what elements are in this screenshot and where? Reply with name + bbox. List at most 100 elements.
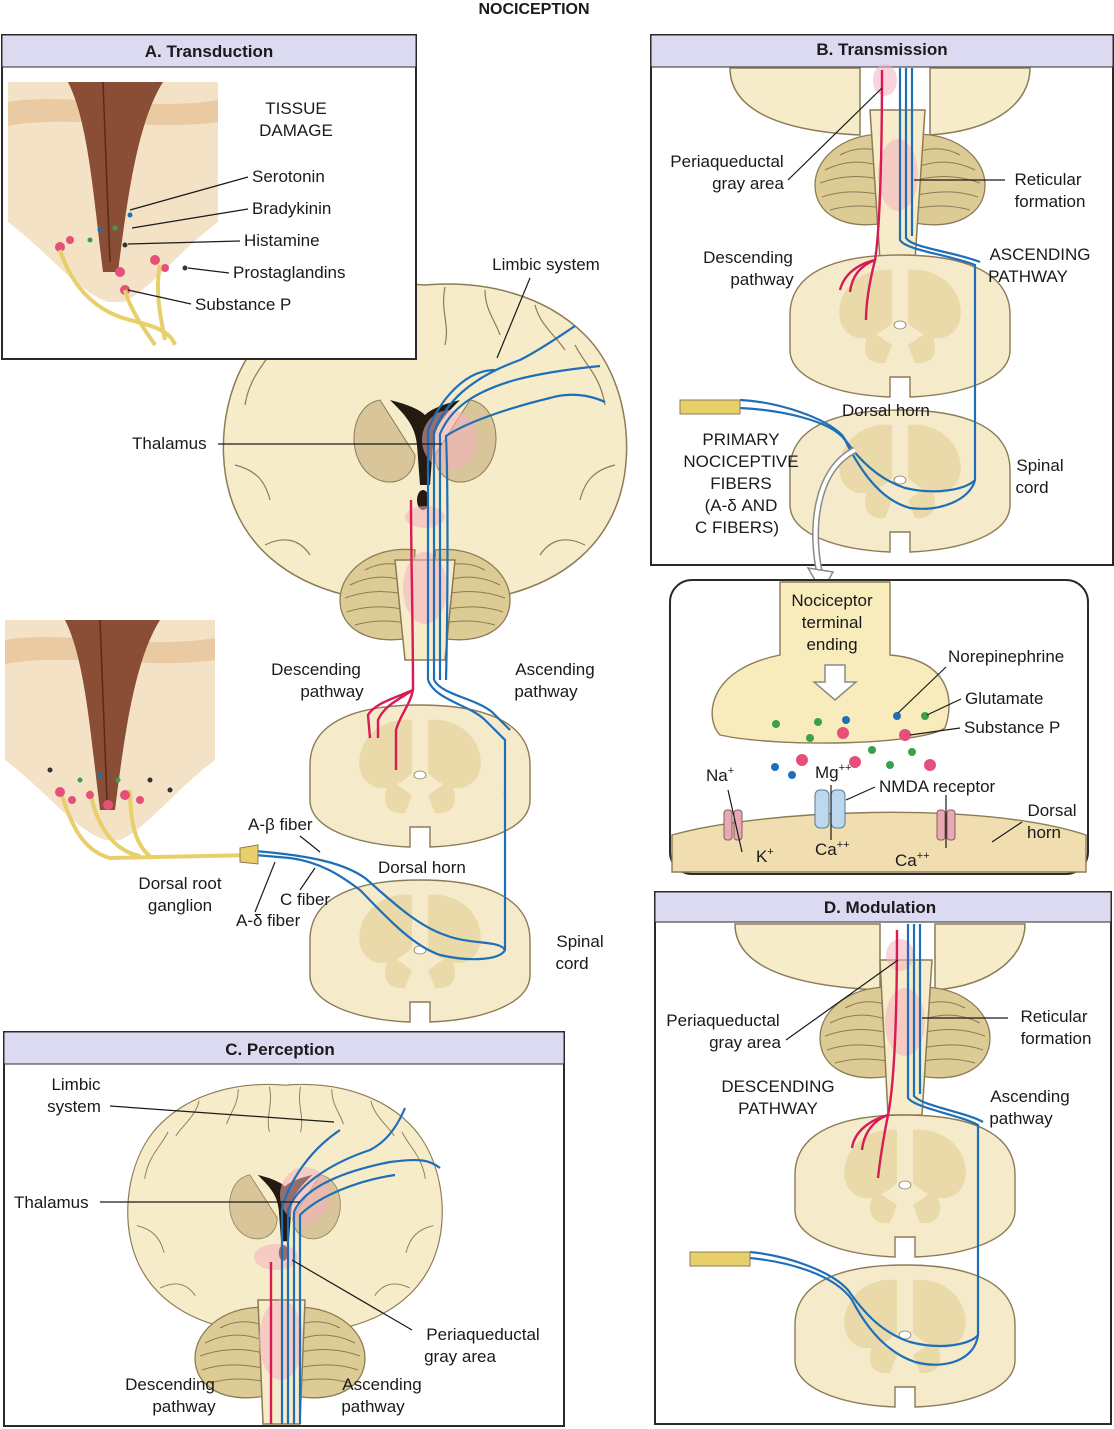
serotonin-label: Serotonin (252, 167, 325, 186)
limbic-leader-c (109, 1105, 335, 1123)
descending-tract-d-3 (850, 1113, 889, 1149)
neurotransmitter-dots (771, 712, 936, 779)
na-flux-arrow (727, 789, 743, 853)
thalamus-highlight (422, 410, 478, 470)
na-channel (723, 809, 743, 841)
pag-leader-b (787, 87, 883, 181)
ca-channel (936, 809, 956, 841)
spinal-cord-section-upper (309, 704, 531, 848)
yellow-fiber-a2 (123, 289, 157, 347)
dorsal-horn-label: Dorsal horn (378, 858, 466, 877)
pag-highlight-b (873, 64, 897, 96)
nerve-fiber-yellow-1 (58, 789, 256, 861)
ascending-tract-c-4 (298, 1173, 396, 1424)
c-fiber-label: C fiber (280, 890, 330, 909)
substance-p-label-inset: Substance P (964, 718, 1060, 737)
prostaglandins-leader (187, 267, 230, 274)
bradykinin-leader (131, 208, 249, 229)
pag-leader-d (785, 959, 899, 1041)
brain-fragment-b-left (729, 67, 861, 136)
cord-section-d-lower (794, 1264, 1016, 1408)
nmda-leader (845, 786, 876, 801)
ascending-tract-b-2 (904, 68, 981, 264)
glutamate-label: Glutamate (965, 689, 1043, 708)
ascending-tract-b (739, 68, 977, 510)
primary-fiber-bundle (679, 399, 741, 415)
thalamus-label: Thalamus (132, 434, 207, 453)
ascending-tract-c-1 (280, 1129, 341, 1424)
pag-highlight-c (254, 1244, 298, 1270)
limbic-system-leader (496, 277, 531, 359)
pag-leader-c (291, 1259, 413, 1331)
cord-section-d-upper (794, 1114, 1016, 1258)
release-arrow (811, 664, 859, 701)
a-delta-fiber-label: A-δ fiber (236, 911, 301, 930)
descending-tract-b (864, 69, 884, 321)
dorsal-root-ganglion-shape (239, 844, 259, 865)
nmda-label: NMDA receptor (879, 777, 996, 796)
panel-c-header: C. Perception (225, 1040, 335, 1059)
descending-tract-b-3 (838, 258, 876, 291)
glutamate-leader (926, 698, 962, 716)
dorsal-horn-label-b: Dorsal horn (842, 401, 930, 420)
panel-d-header: D. Modulation (824, 898, 936, 917)
page-title: NOCICEPTION (478, 1, 589, 18)
serotonin-leader (129, 176, 249, 211)
rf-highlight-b (878, 139, 918, 211)
na-label: Na+ (706, 765, 734, 785)
substance-p-leader (127, 289, 192, 305)
dorsal-horn-membrane (671, 811, 1087, 873)
histamine-leader (127, 240, 241, 245)
primary-fiber-bundle-d (689, 1251, 751, 1267)
ca-label-2: Ca++ (895, 850, 930, 870)
panel-a-header: A. Transduction (145, 42, 273, 61)
a-beta-fiber-label: A-β fiber (248, 815, 313, 834)
nerve-fiber-yellow-3 (128, 789, 152, 858)
mg-label: Mg++ (815, 762, 851, 782)
nmda-receptor (814, 789, 846, 829)
nociceptor-terminal (711, 581, 950, 744)
ascending-tract (254, 325, 606, 961)
prostaglandins-label: Prostaglandins (233, 263, 345, 282)
descending-tract-d (876, 929, 899, 1179)
spinal-cord-section-lower (309, 879, 531, 1023)
a-beta-fiber-leader (299, 835, 321, 853)
c-fiber-leader (299, 867, 316, 891)
mediator-dots-lower (47, 767, 173, 810)
dorsal-horn-leader-inset (991, 821, 1023, 843)
cord-section-b-upper (789, 254, 1011, 398)
ascending-tract-c-3 (292, 1158, 441, 1424)
limbic-system-label: Limbic system (492, 255, 600, 274)
k-label: K+ (756, 846, 774, 866)
reticular-highlight (403, 552, 447, 624)
a-delta-fiber-leader (254, 861, 276, 913)
substance-p-label: Substance P (195, 295, 291, 314)
ascending-tract-d (749, 924, 980, 1366)
ca-label-1: Ca++ (815, 839, 850, 859)
histamine-label: Histamine (244, 231, 320, 250)
substance-p-leader-inset (909, 727, 961, 736)
descending-tract (366, 499, 415, 770)
panel-b-header: B. Transmission (816, 40, 947, 59)
nerve-fiber-yellow-2 (88, 789, 141, 858)
